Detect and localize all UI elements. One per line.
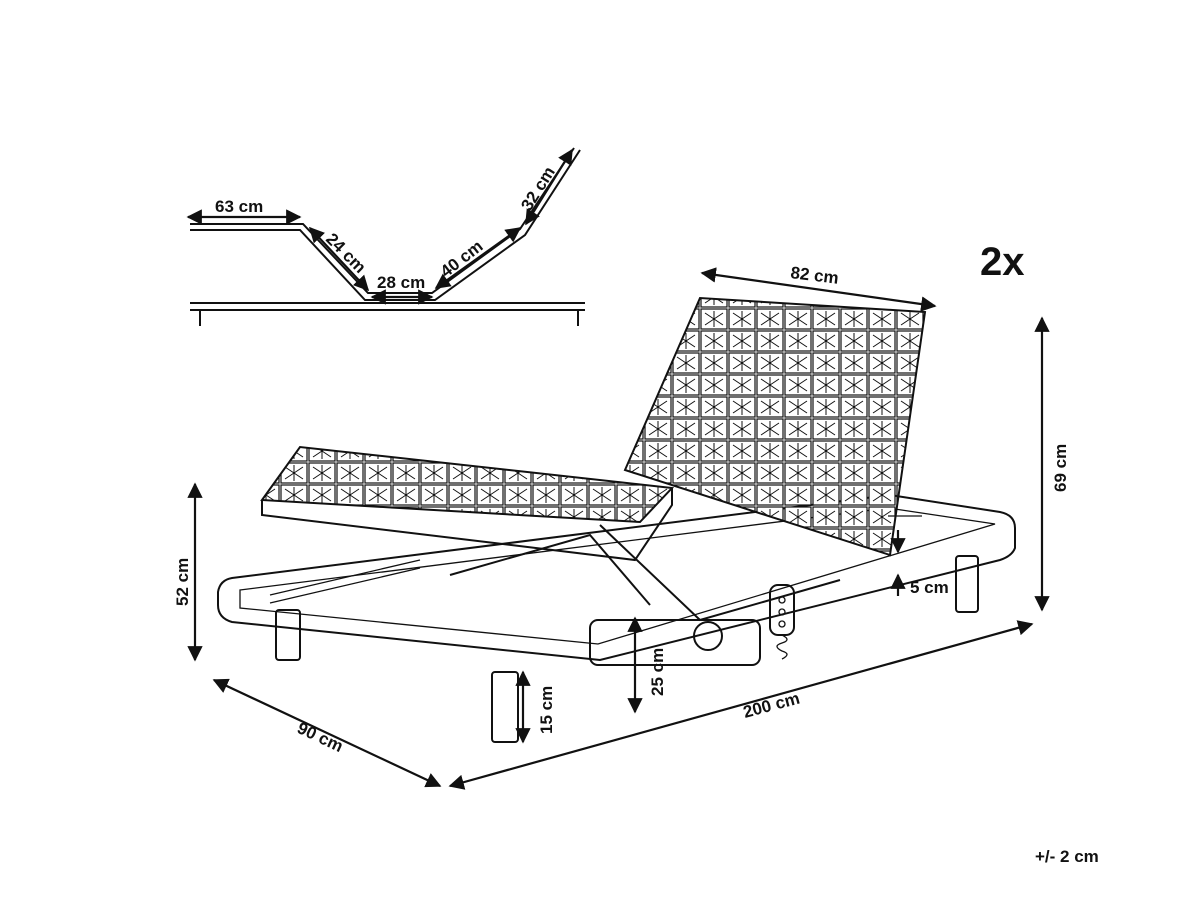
tolerance-label: +/- 2 cm <box>1035 847 1099 866</box>
profile-32-label: 32 cm <box>517 163 559 214</box>
total-height-label: 69 cm <box>1051 444 1070 492</box>
backrest-width-label: 82 cm <box>790 263 840 288</box>
left-height-label: 52 cm <box>173 558 192 606</box>
quantity-label: 2x <box>980 240 1025 284</box>
motor-height-label: 25 cm <box>648 648 667 696</box>
profile-28-label: 28 cm <box>377 273 425 292</box>
width-label: 90 cm <box>294 718 346 756</box>
length-label: 200 cm <box>741 689 802 722</box>
clearance-label: 5 cm <box>910 578 949 597</box>
leg-height-label: 15 cm <box>537 686 556 734</box>
profile-diagram: 63 cm 24 cm 28 cm 40 cm 32 cm <box>186 147 585 326</box>
bed-illustration <box>217 296 1016 743</box>
profile-63-label: 63 cm <box>215 197 263 216</box>
dimension-lines: 82 cm 69 cm 52 cm 5 cm 25 cm 15 cm 200 c… <box>173 263 1070 790</box>
